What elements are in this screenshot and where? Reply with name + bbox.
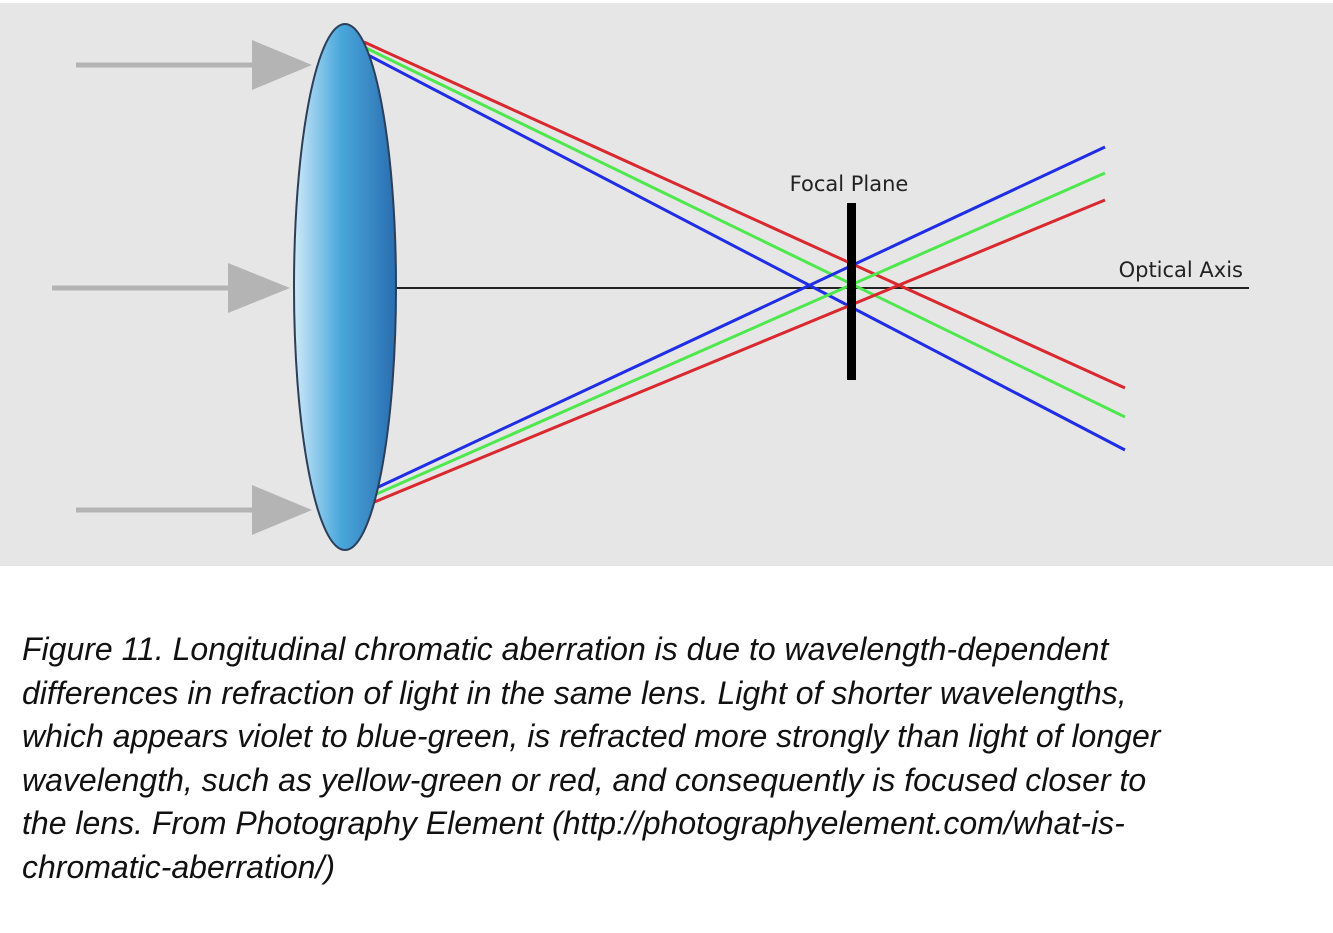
upper-rays bbox=[363, 40, 1126, 452]
ray-red-lower bbox=[371, 198, 1106, 505]
ray-blue-upper bbox=[367, 53, 1126, 452]
chromatic-aberration-diagram: Focal Plane Optical Axis bbox=[0, 3, 1333, 566]
figure-caption: Figure 11. Longitudinal chromatic aberra… bbox=[22, 628, 1322, 889]
lower-rays bbox=[371, 145, 1106, 505]
caption-line: the lens. From Photography Element (http… bbox=[22, 805, 1125, 841]
incoming-light-arrows bbox=[52, 40, 312, 535]
ray-green-upper bbox=[365, 46, 1126, 419]
focal-plane-bar bbox=[847, 203, 856, 380]
lens bbox=[293, 23, 397, 551]
diagram-background bbox=[0, 3, 1333, 566]
caption-line: differences in refraction of light in th… bbox=[22, 674, 1127, 711]
incoming-arrow-bottom bbox=[76, 485, 312, 535]
ray-red-upper bbox=[363, 40, 1126, 390]
incoming-arrow-top bbox=[76, 40, 312, 90]
caption-line: wavelength, such as yellow-green or red,… bbox=[22, 761, 1147, 798]
optical-axis-label: Optical Axis bbox=[1119, 258, 1243, 282]
caption-line: which appears violet to blue-green, is r… bbox=[22, 718, 1161, 754]
caption-line: chromatic-aberration/) bbox=[22, 848, 335, 885]
focal-plane-label: Focal Plane bbox=[790, 172, 909, 196]
caption-line: Figure 11. Longitudinal chromatic aberra… bbox=[22, 631, 1109, 667]
ray-green-lower bbox=[371, 171, 1106, 498]
incoming-arrow-middle bbox=[52, 263, 290, 313]
ray-blue-lower bbox=[371, 145, 1106, 492]
